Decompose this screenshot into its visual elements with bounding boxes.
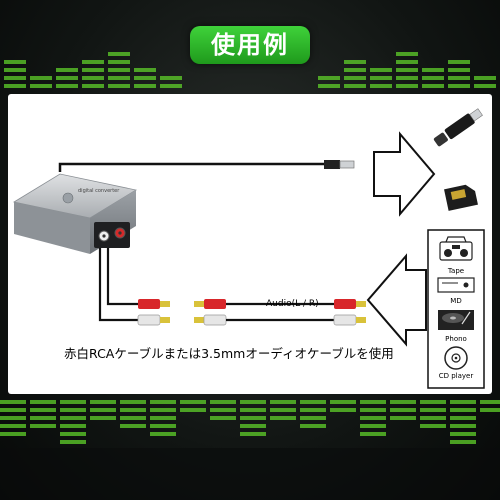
device-label-cd-player: CD player (438, 372, 474, 380)
cable-caption: 赤白RCAケーブルまたは3.5mmオーディオケーブルを使用 (64, 346, 394, 361)
arrow-left-icon (366, 253, 427, 347)
sd-card-icon (444, 184, 478, 211)
md-player-icon (437, 277, 475, 293)
usb-flash-drive-icon (433, 108, 483, 147)
svg-text:digital converter: digital converter (78, 188, 120, 194)
rca-plug-white-mid-icon (194, 314, 227, 326)
connection-diagram: digital converter (12, 108, 485, 389)
arrow-right-icon (373, 131, 436, 217)
converter-device-icon: digital converter (12, 173, 138, 254)
device-label-tape: Tape (447, 267, 465, 275)
usb-plug-icon (324, 160, 355, 169)
rca-plug-white-left-icon (137, 314, 170, 326)
audio-label: Audio(L / R) (266, 299, 319, 309)
cd-player-icon (444, 346, 468, 370)
rca-cable-left (106, 248, 140, 306)
rca-cable-left-white (98, 248, 140, 322)
usb-cable (58, 162, 326, 172)
rca-plug-red-right-icon (334, 299, 366, 309)
page-title-badge: 使用例 (190, 26, 310, 64)
diagram-panel: digital converter (8, 94, 492, 394)
device-label-md: MD (450, 297, 462, 305)
rca-plug-red-mid-icon (194, 299, 226, 309)
rca-plug-red-left-icon (138, 299, 170, 309)
turntable-icon (438, 310, 474, 330)
cassette-deck-icon (439, 236, 473, 261)
rca-plug-white-right-icon (333, 314, 366, 326)
device-label-phono: Phono (445, 335, 467, 343)
